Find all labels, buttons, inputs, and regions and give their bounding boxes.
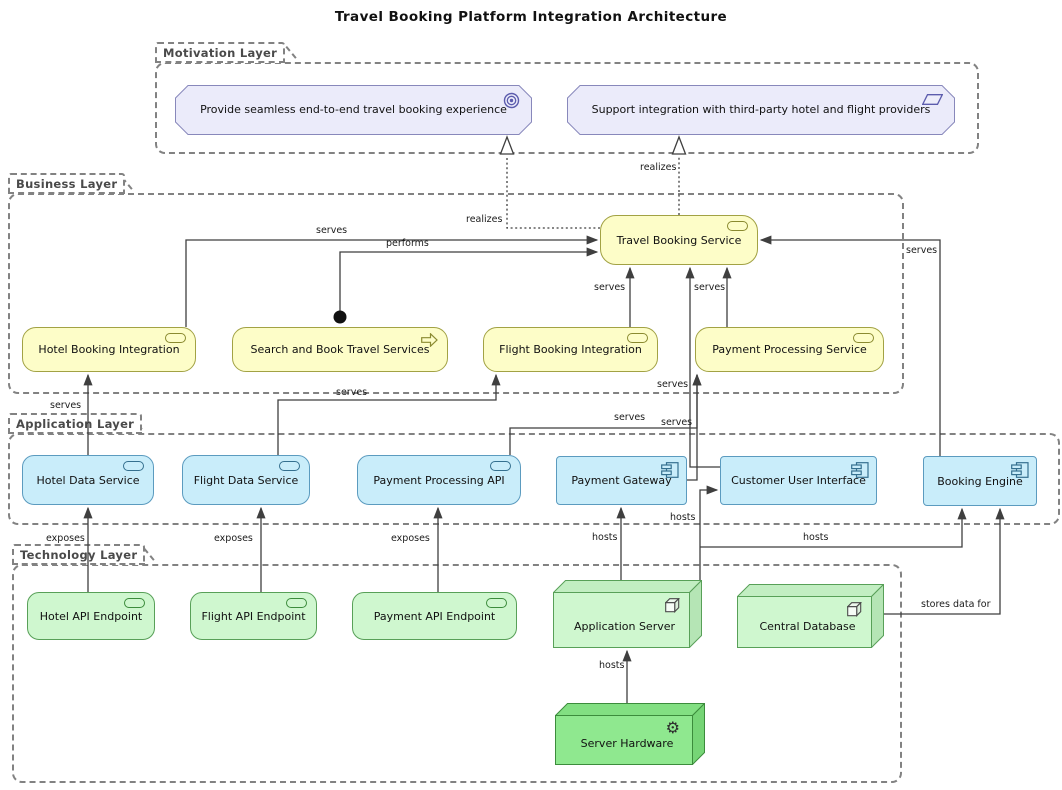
node-shape (555, 703, 705, 765)
relation-label: realizes (466, 214, 503, 225)
business-service-icon (853, 333, 874, 343)
relation-label: serves (594, 282, 626, 293)
layer-group-business (8, 193, 904, 394)
layer-group-technology (12, 564, 902, 783)
element-label: Server Hardware (580, 737, 674, 751)
element-hotel-api-endpoint[interactable]: Hotel API Endpoint (27, 592, 155, 640)
element-travel-booking-service[interactable]: Travel Booking Service (600, 215, 758, 265)
component-icon (661, 462, 679, 478)
element-label: Application Server (573, 620, 676, 634)
layer-group-application (8, 433, 1060, 525)
element-flight-data-service[interactable]: Flight Data Service (182, 455, 310, 505)
element-label: Booking Engine (937, 474, 1023, 488)
element-label: Flight API Endpoint (201, 609, 306, 623)
cube-icon (847, 602, 862, 617)
goal-shape (175, 85, 532, 135)
layer-tab-label: Technology Layer (20, 548, 138, 562)
element-payment-api-endpoint[interactable]: Payment API Endpoint (352, 592, 517, 640)
element-hotel-data-service[interactable]: Hotel Data Service (22, 455, 154, 505)
layer-tab-application: Application Layer (8, 413, 143, 434)
layer-group-motivation (155, 62, 979, 154)
element-payment-processing-api[interactable]: Payment Processing API (357, 455, 521, 505)
node-shape (737, 584, 884, 648)
technology-service-icon (286, 598, 307, 608)
relation-label: serves (657, 379, 689, 390)
layer-tab-motivation: Motivation Layer (155, 42, 286, 63)
element-label: Hotel Booking Integration (38, 343, 180, 357)
assignment-ball (333, 310, 347, 324)
element-label: Payment Gateway (571, 474, 672, 488)
element-flight-booking-integration[interactable]: Flight Booking Integration (483, 327, 658, 372)
element-central-database[interactable]: Central Database (737, 584, 884, 648)
business-service-icon (727, 221, 748, 231)
application-service-icon (490, 461, 511, 471)
element-label: Hotel API Endpoint (39, 609, 143, 623)
relation-label: serves (694, 282, 726, 293)
relation-label: stores data for (921, 599, 991, 610)
element-goal-provide[interactable]: Provide seamless end-to-end travel booki… (175, 85, 532, 135)
relation-label: hosts (592, 532, 618, 543)
goal-icon (503, 92, 520, 109)
relation-label: serves (661, 417, 693, 428)
application-service-icon (123, 461, 144, 471)
element-label: Flight Booking Integration (499, 343, 642, 357)
gear-icon: ⚙ (665, 718, 680, 737)
element-label: Payment Processing API (373, 473, 505, 487)
diagram-title: Travel Booking Platform Integration Arch… (334, 9, 728, 25)
relation-label: serves (50, 400, 82, 411)
requirement-icon (922, 94, 943, 105)
element-label: Flight Data Service (193, 473, 299, 487)
element-application-server[interactable]: Application Server (553, 580, 702, 648)
layer-tab-business: Business Layer (8, 173, 126, 194)
element-label: Central Database (759, 620, 856, 634)
business-service-icon (165, 333, 186, 343)
component-icon (851, 462, 869, 478)
element-customer-user-interface[interactable]: Customer User Interface (720, 456, 877, 505)
relation-label: hosts (599, 660, 625, 671)
relation-label: serves (336, 387, 368, 398)
element-booking-engine[interactable]: Booking Engine (923, 456, 1037, 506)
relation-label: serves (614, 412, 646, 423)
application-service-icon (279, 461, 300, 471)
relation-label: exposes (214, 533, 253, 544)
relation-label: hosts (670, 512, 696, 523)
layer-tab-label: Application Layer (16, 417, 135, 431)
layer-tab-technology: Technology Layer (12, 544, 146, 565)
technology-service-icon (486, 598, 507, 608)
element-label: Search and Book Travel Services (250, 343, 430, 357)
element-label: Payment API Endpoint (373, 609, 496, 623)
layer-tab-label: Business Layer (16, 177, 118, 191)
relation-label: serves (316, 225, 348, 236)
element-label: Provide seamless end-to-end travel booki… (200, 102, 507, 116)
element-search-and-book-travel-services[interactable]: Search and Book Travel Services (232, 327, 448, 372)
element-label: Travel Booking Service (616, 233, 742, 247)
element-label: Payment Processing Service (712, 343, 867, 357)
component-icon (1011, 462, 1029, 478)
element-payment-processing-service[interactable]: Payment Processing Service (695, 327, 884, 372)
element-hotel-booking-integration[interactable]: Hotel Booking Integration (22, 327, 196, 372)
requirement-shape (567, 85, 955, 135)
relation-label: hosts (803, 532, 829, 543)
cube-icon (665, 598, 680, 613)
element-payment-gateway[interactable]: Payment Gateway (556, 456, 687, 505)
element-server-hardware[interactable]: ⚙ Server Hardware (555, 703, 705, 765)
business-service-icon (627, 333, 648, 343)
node-shape (553, 580, 702, 648)
relation-label: realizes (640, 162, 677, 173)
relation-label: performs (386, 238, 429, 249)
element-label: Support integration with third-party hot… (591, 102, 931, 116)
technology-service-icon (124, 598, 145, 608)
relation-label: exposes (46, 533, 85, 544)
element-flight-api-endpoint[interactable]: Flight API Endpoint (190, 592, 317, 640)
relation-label: serves (906, 245, 938, 256)
relation-label: exposes (391, 533, 430, 544)
element-label: Customer User Interface (731, 474, 866, 488)
layer-tab-label: Motivation Layer (163, 46, 278, 60)
element-req-support[interactable]: Support integration with third-party hot… (567, 85, 955, 135)
process-arrow-icon (421, 333, 438, 347)
element-label: Hotel Data Service (36, 473, 140, 487)
